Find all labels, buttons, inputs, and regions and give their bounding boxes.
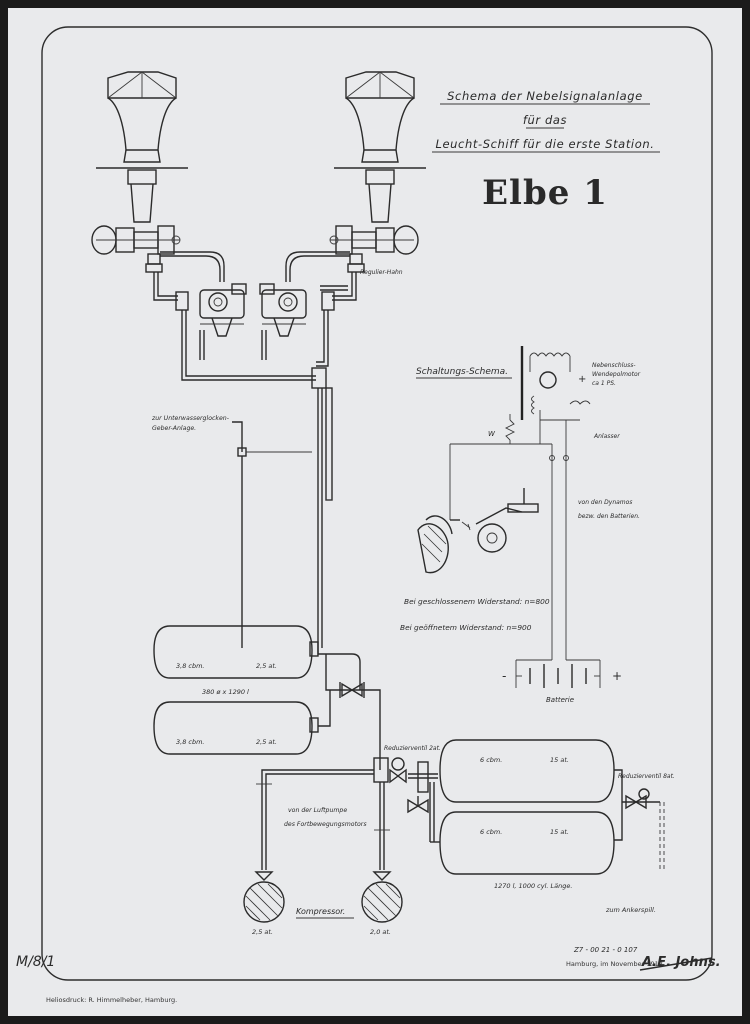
label-ankerspill: zum Ankerspill. [605, 906, 656, 914]
label-motor-plus: + [578, 374, 586, 385]
label-kompressor: Kompressor. [296, 907, 345, 916]
label-margin-mark: M/8/1 [16, 954, 55, 970]
underwater-bell-line [232, 421, 312, 648]
label-tank1-press: 2,5 at. [256, 662, 277, 670]
label-batterie: Batterie [546, 696, 574, 704]
motor-left [199, 283, 247, 337]
label-widerstand-closed: Bei geschlossenem Widerstand: n=800 [404, 597, 550, 606]
label-luftpumpe-1: von der Luftpumpe [288, 806, 347, 814]
siren-unit-left [91, 225, 181, 255]
siren-unit-right [329, 225, 419, 255]
pump-main-line [256, 769, 390, 870]
label-dynamo-1: von den Dynamos [578, 499, 632, 506]
hp-connector-left [407, 782, 440, 843]
compressor-2 [361, 871, 403, 923]
lp-connector [317, 648, 381, 770]
label-tank2-press: 2,5 at. [256, 738, 277, 746]
signature-stroke [639, 957, 713, 971]
label-schaltungs-schema: Schaltungs-Schema. [416, 367, 508, 377]
label-comp1-press: 2,5 at. [252, 928, 273, 936]
motor-right [259, 283, 307, 337]
label-tank3-press: 15 at. [550, 756, 569, 764]
label-nebenschluss-3: ca 1 PS. [592, 380, 616, 387]
label-regulier-hahn: Regulier-Hahn [360, 269, 403, 276]
main-riser [311, 367, 333, 648]
label-dynamo-2: bezw. den Batterien. [578, 513, 640, 520]
label-resistor-w: W [488, 430, 496, 438]
label-minus: - [502, 669, 506, 683]
hp-connector-right [614, 769, 665, 870]
fog-horn-left [96, 71, 188, 223]
circuit-schematic [417, 346, 601, 688]
tank-lp-2 [153, 701, 319, 755]
label-nebenschluss-1: Nebenschluss- [592, 362, 636, 369]
label-tank4-press: 15 at. [550, 828, 569, 836]
label-reduzierventil-2: Reduzierventil 8at. [618, 773, 675, 780]
drawing-sheet [8, 8, 742, 1016]
tank-hp-1 [439, 739, 615, 803]
compressor-1 [243, 871, 285, 923]
label-widerstand-open: Bei geöffnetem Widerstand: n=900 [400, 623, 532, 632]
fog-horn-right [334, 71, 426, 223]
title-line-3: Leucht-Schiff für die erste Station. [435, 137, 654, 151]
label-tank1-vol: 3,8 cbm. [176, 662, 205, 670]
label-reduzierventil-1: Reduzierventil 2at. [384, 745, 441, 752]
label-tank4-vol: 6 cbm. [480, 828, 502, 836]
label-place-date: Hamburg, im November 1912. [566, 960, 665, 968]
label-comp2-press: 2,0 at. [370, 928, 391, 936]
ship-name: Elbe 1 [482, 173, 608, 213]
label-nebenschluss-2: Wendepolmotor [592, 371, 641, 378]
label-plus: + [612, 669, 622, 683]
label-bottle-dim: 1270 l, 1000 cyl. Länge. [494, 882, 572, 890]
title-line-1: Schema der Nebelsignalanlage [447, 89, 643, 103]
tank-hp-2 [439, 811, 615, 875]
label-luftpumpe-2: des Fortbewegungsmotors [284, 820, 367, 828]
label-signature: A.E. Johns. [641, 955, 721, 970]
tank-lp-1 [153, 625, 319, 679]
label-unterwasser-1: zur Unterwasserglocken- [151, 414, 229, 422]
label-tank3-vol: 6 cbm. [480, 756, 502, 764]
label-unterwasser-2: Geber-Anlage. [152, 425, 196, 432]
title-block: Schema der Nebelsignalanlage für das Leu… [432, 89, 660, 213]
border-frame [41, 26, 713, 981]
label-ref-number: Z7 - 00 21 - 0 107 [573, 946, 638, 954]
label-tank2-vol: 3,8 cbm. [176, 738, 205, 746]
title-line-2: für das [523, 113, 567, 127]
label-tank-dim: 380 ø x 1290 l [202, 688, 249, 696]
piping-top [153, 251, 357, 381]
label-anlasser: Anlasser [593, 433, 620, 440]
label-printer: Heliosdruck: R. Himmelheber, Hamburg. [46, 996, 177, 1004]
